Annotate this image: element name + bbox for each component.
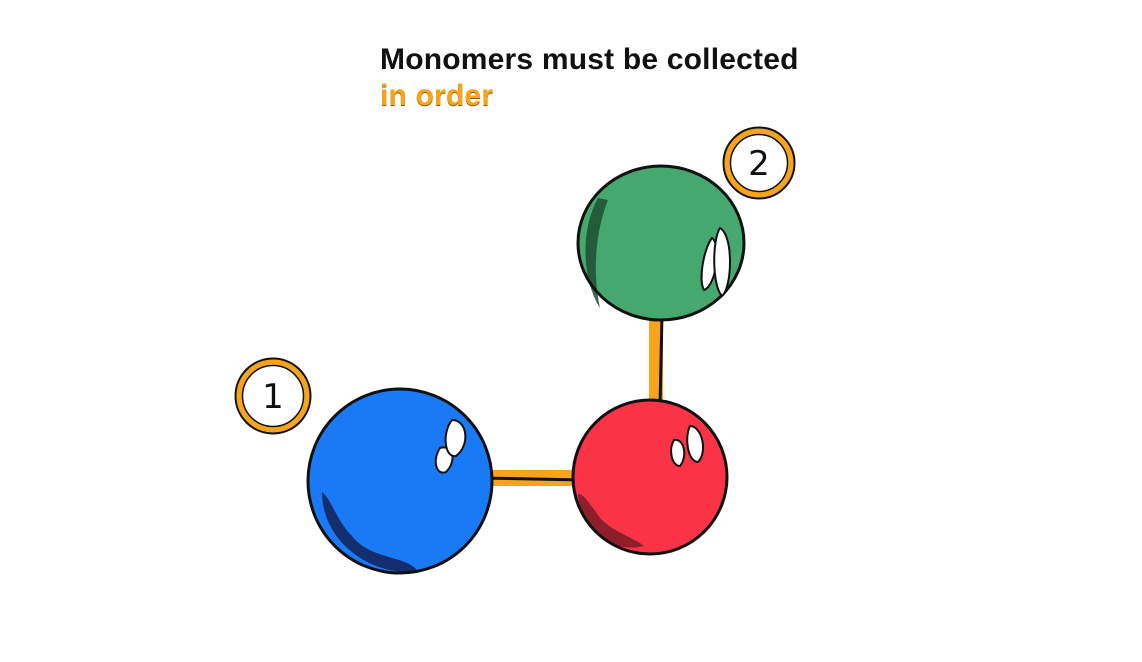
order-badge-2-label: 2 <box>748 144 770 184</box>
monomer-green[interactable] <box>576 164 746 322</box>
order-badge-1: 1 <box>234 357 312 435</box>
order-badge-1-label: 1 <box>262 377 284 417</box>
order-badge-2: 2 <box>722 126 796 200</box>
tutorial-title-line-1: Monomers must be collected <box>380 43 799 76</box>
tutorial-title: Monomers must be collected in order <box>380 42 799 114</box>
bond-blue-red <box>479 470 585 486</box>
bond-red-green <box>649 313 664 410</box>
tutorial-title-highlight: in order <box>380 79 494 112</box>
monomer-red[interactable] <box>571 398 729 556</box>
monomer-blue[interactable] <box>306 387 494 575</box>
